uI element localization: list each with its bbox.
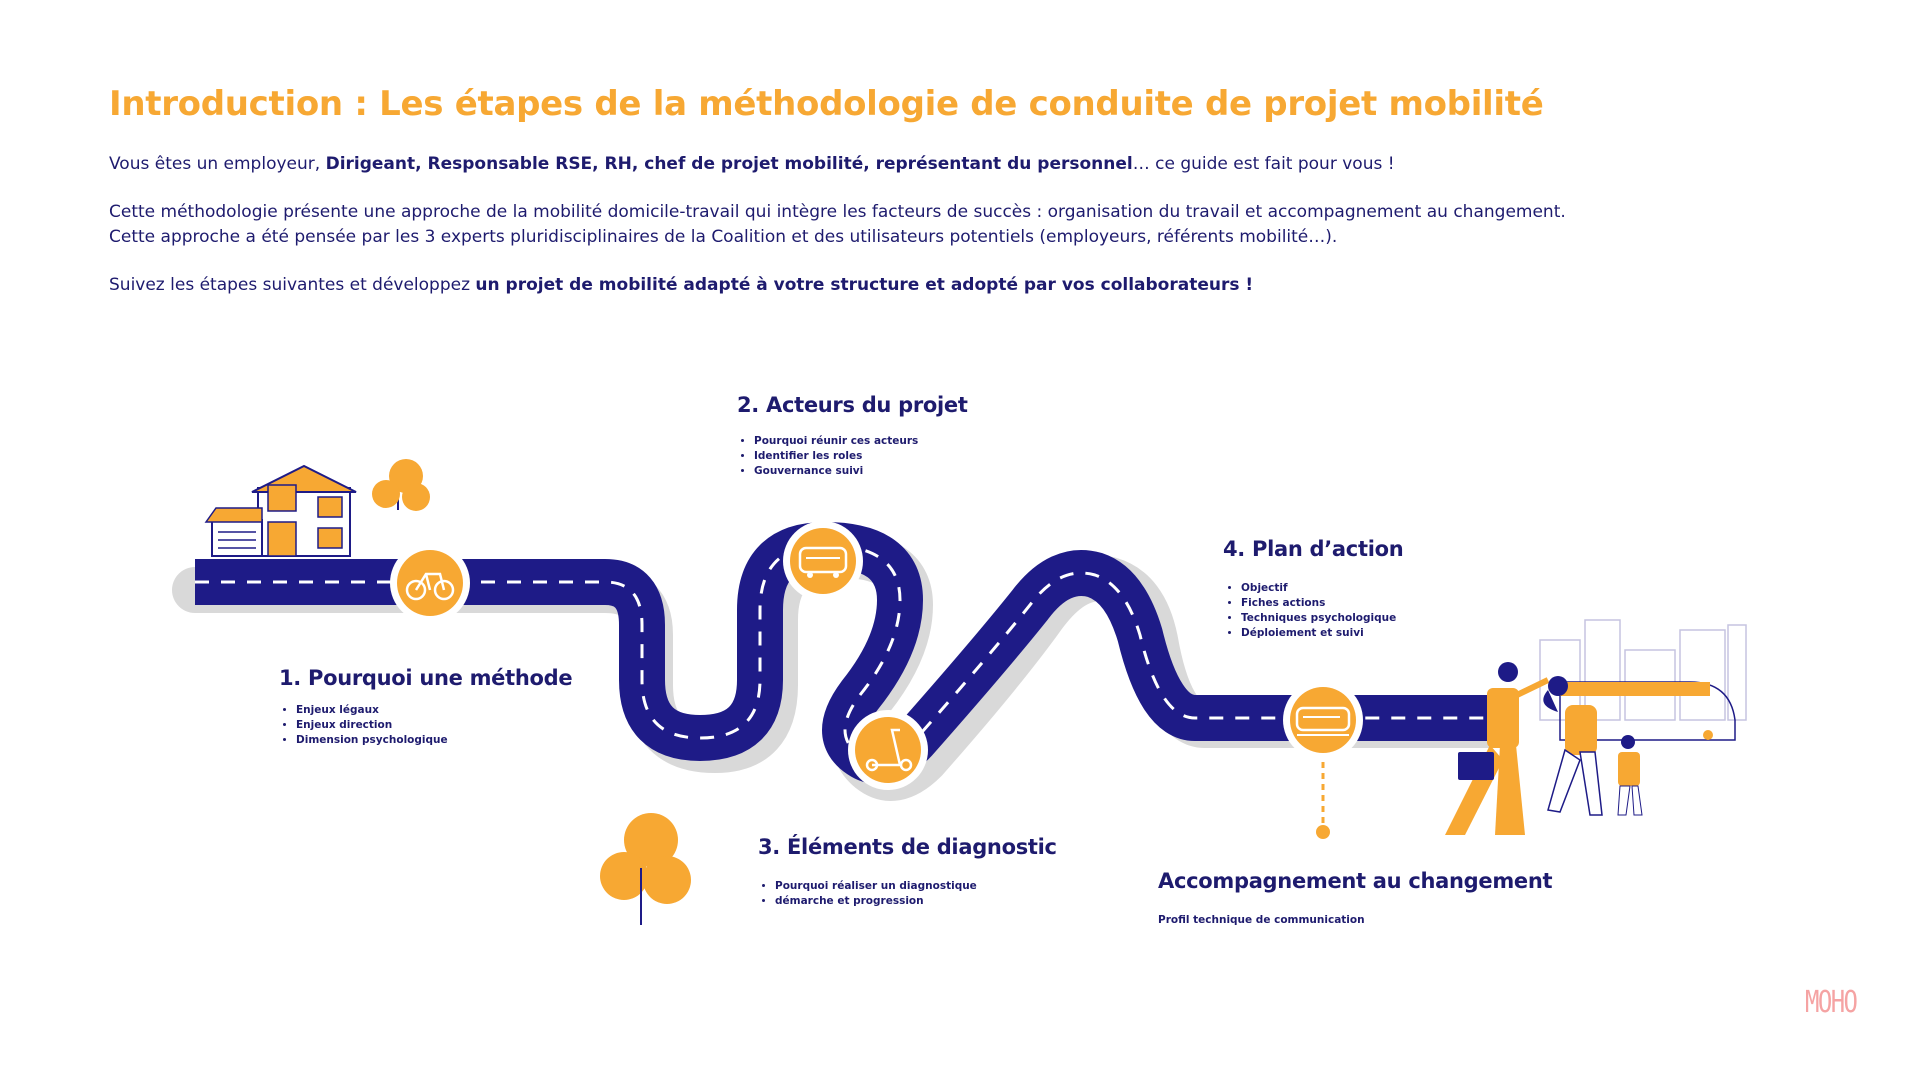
step-1-title: 1. Pourquoi une méthode — [279, 666, 573, 690]
house-illustration — [204, 464, 357, 557]
list-item: Dimension psychologique — [296, 733, 448, 748]
intro-paragraph-call-to-action: Suivez les étapes suivantes et développe… — [109, 275, 1254, 295]
support-connector-dot — [1316, 825, 1330, 839]
list-item: Techniques psychologique — [1241, 611, 1396, 626]
intro-paragraph-method: Cette méthodologie présente une approche… — [109, 202, 1566, 222]
page-title: Introduction : Les étapes de la méthodol… — [109, 84, 1544, 124]
step-2-title: 2. Acteurs du projet — [737, 393, 968, 417]
step-1-bullets: Enjeux légaux Enjeux direction Dimension… — [278, 703, 448, 748]
step-4-title: 4. Plan d’action — [1223, 537, 1404, 561]
scooter-icon — [848, 710, 928, 790]
list-item: démarche et progression — [775, 894, 977, 909]
step-3-title: 3. Éléments de diagnostic — [758, 835, 1057, 859]
step-2-bullets: Pourquoi réunir ces acteurs Identifier l… — [736, 434, 918, 479]
list-item: Déploiement et suivi — [1241, 626, 1396, 641]
moho-logo: MOHO — [1805, 985, 1858, 1020]
tree-large — [600, 813, 691, 925]
list-item: Pourquoi réunir ces acteurs — [754, 434, 918, 449]
list-item: Objectif — [1241, 581, 1396, 596]
list-item: Pourquoi réaliser un diagnostique — [775, 879, 977, 894]
tram-illustration — [1559, 681, 1736, 741]
step-3-bullets: Pourquoi réaliser un diagnostique démarc… — [757, 879, 977, 909]
intro-paragraph-audience: Vous êtes un employeur, Dirigeant, Respo… — [109, 154, 1395, 174]
train-icon — [1283, 680, 1363, 760]
people-illustration — [1445, 662, 1643, 835]
list-item: Gouvernance suivi — [754, 464, 918, 479]
tree-small — [372, 459, 430, 511]
list-item: Enjeux légaux — [296, 703, 448, 718]
list-item: Identifier les roles — [754, 449, 918, 464]
intro-paragraph-experts: Cette approche a été pensée par les 3 ex… — [109, 227, 1338, 247]
step-4-bullets: Objectif Fiches actions Techniques psych… — [1223, 581, 1396, 641]
intro-text: Vous êtes un employeur, Dirigeant, Respo… — [109, 152, 1609, 298]
support-title: Accompagnement au changement — [1158, 869, 1553, 893]
list-item: Enjeux direction — [296, 718, 448, 733]
list-item: Fiches actions — [1241, 596, 1396, 611]
city-skyline — [1539, 619, 1747, 721]
road-center-line — [195, 543, 1490, 763]
bus-icon — [783, 521, 863, 601]
bicycle-icon — [390, 543, 470, 623]
support-note: Profil technique de communication — [1158, 914, 1365, 926]
